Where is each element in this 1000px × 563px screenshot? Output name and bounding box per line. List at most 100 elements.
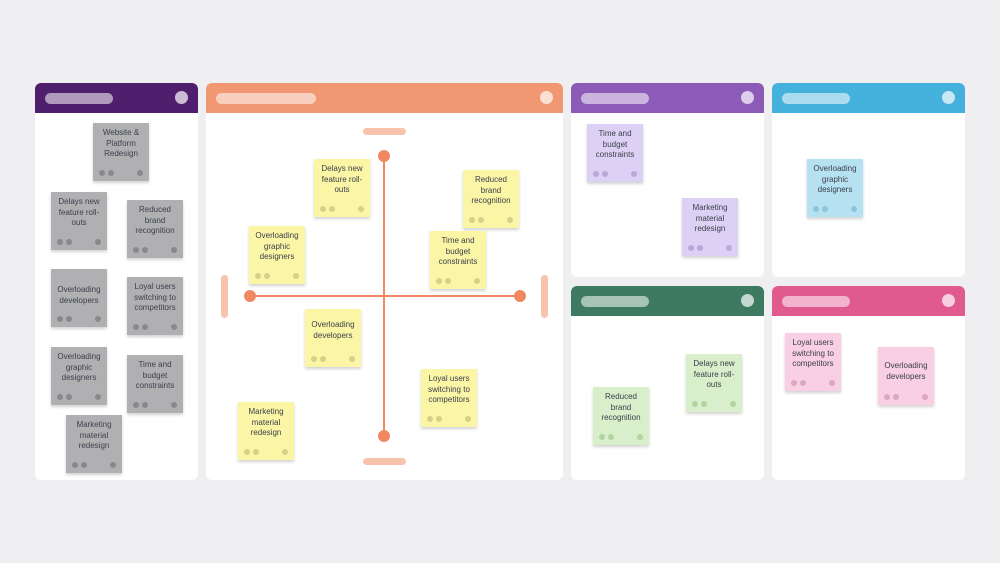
- note-dot: [478, 217, 484, 223]
- note-dot: [692, 401, 698, 407]
- matrix-axes: [221, 128, 548, 465]
- blue-panel-header: [772, 83, 965, 113]
- sticky-note[interactable]: Overloading graphic designers: [807, 159, 863, 217]
- note-text: Reduced brand recognition: [601, 392, 641, 422]
- note-dot: [253, 449, 259, 455]
- note-dot: [244, 449, 250, 455]
- purple-menu-button[interactable]: [741, 91, 754, 104]
- note-dot: [133, 247, 139, 253]
- matrix-title-placeholder: [216, 93, 316, 104]
- sticky-note[interactable]: Overloading developers: [51, 269, 107, 327]
- sticky-note[interactable]: Website & Platform Redesign: [93, 123, 149, 181]
- note-dot: [358, 206, 364, 212]
- purple-title-placeholder: [581, 93, 649, 104]
- pink-menu-button[interactable]: [942, 294, 955, 307]
- sticky-note[interactable]: Overloading developers: [305, 309, 361, 367]
- note-dot: [436, 278, 442, 284]
- note-dot: [465, 416, 471, 422]
- note-dot: [95, 239, 101, 245]
- sticky-note[interactable]: Overloading graphic designers: [249, 226, 305, 284]
- axis-end-right: [514, 290, 526, 302]
- note-dot: [110, 462, 116, 468]
- note-text: Overloading developers: [884, 361, 928, 381]
- pink-category-panel: Loyal users switching to competitors Ove…: [772, 286, 965, 480]
- note-dot: [730, 401, 736, 407]
- sticky-note[interactable]: Overloading developers: [878, 347, 934, 405]
- sticky-note[interactable]: Marketing material redesign: [238, 402, 294, 460]
- note-text: Marketing material redesign: [692, 203, 728, 233]
- note-dot: [469, 217, 475, 223]
- green-panel-header: [571, 286, 764, 316]
- note-dot: [133, 402, 139, 408]
- axis-handle-left: [221, 275, 228, 318]
- note-dot: [66, 239, 72, 245]
- sticky-note[interactable]: Delays new feature roll-outs: [686, 354, 742, 412]
- note-dot: [829, 380, 835, 386]
- note-dot: [593, 171, 599, 177]
- sticky-note[interactable]: Loyal users switching to competitors: [421, 369, 477, 427]
- sticky-note[interactable]: Overloading graphic designers: [51, 347, 107, 405]
- note-dot: [436, 416, 442, 422]
- note-dot: [507, 217, 513, 223]
- note-dot: [142, 402, 148, 408]
- note-dot: [599, 434, 605, 440]
- axis-handle-bottom: [363, 458, 406, 465]
- note-dot: [133, 324, 139, 330]
- note-dot: [884, 394, 890, 400]
- note-text: Delays new feature roll-outs: [58, 197, 100, 227]
- note-dot: [688, 245, 694, 251]
- sticky-note[interactable]: Time and budget constraints: [587, 124, 643, 182]
- note-dot: [142, 324, 148, 330]
- note-dot: [445, 278, 451, 284]
- note-dot: [822, 206, 828, 212]
- sticky-note[interactable]: Time and budget constraints: [127, 355, 183, 413]
- sticky-note[interactable]: Reduced brand recognition: [593, 387, 649, 445]
- sticky-note[interactable]: Marketing material redesign: [66, 415, 122, 473]
- note-text: Time and budget constraints: [595, 129, 635, 159]
- note-dot: [171, 247, 177, 253]
- note-dot: [893, 394, 899, 400]
- note-dot: [72, 462, 78, 468]
- note-text: Reduced brand recognition: [135, 205, 175, 235]
- note-dot: [255, 273, 261, 279]
- note-dot: [57, 394, 63, 400]
- matrix-menu-button[interactable]: [540, 91, 553, 104]
- note-text: Loyal users switching to competitors: [134, 282, 176, 312]
- green-title-placeholder: [581, 296, 649, 307]
- note-dot: [171, 324, 177, 330]
- axis-end-top: [378, 150, 390, 162]
- note-dot: [95, 316, 101, 322]
- note-dot: [66, 394, 72, 400]
- pink-panel-header: [772, 286, 965, 316]
- note-dot: [282, 449, 288, 455]
- sticky-note[interactable]: Marketing material redesign: [682, 198, 738, 256]
- note-dot: [474, 278, 480, 284]
- note-dot: [427, 416, 433, 422]
- note-dot: [922, 394, 928, 400]
- note-text: Overloading graphic designers: [57, 352, 101, 382]
- purple-panel-header: [571, 83, 764, 113]
- backlog-menu-button[interactable]: [175, 91, 188, 104]
- note-dot: [137, 170, 143, 176]
- green-category-panel: Reduced brand recognition Delays new fea…: [571, 286, 764, 480]
- sticky-note[interactable]: Reduced brand recognition: [463, 170, 519, 228]
- sticky-note[interactable]: Reduced brand recognition: [127, 200, 183, 258]
- sticky-note[interactable]: Delays new feature roll-outs: [314, 159, 370, 217]
- sticky-note[interactable]: Delays new feature roll-outs: [51, 192, 107, 250]
- note-dot: [320, 206, 326, 212]
- sticky-note[interactable]: Loyal users switching to competitors: [785, 333, 841, 391]
- note-dot: [142, 247, 148, 253]
- green-menu-button[interactable]: [741, 294, 754, 307]
- sticky-note[interactable]: Time and budget constraints: [430, 231, 486, 289]
- axis-handle-right: [541, 275, 548, 318]
- note-text: Delays new feature roll-outs: [321, 164, 363, 194]
- pink-title-placeholder: [782, 296, 850, 307]
- matrix-panel-header: [206, 83, 563, 113]
- axis-handle-top: [363, 128, 406, 135]
- note-text: Delays new feature roll-outs: [693, 359, 735, 389]
- note-dot: [81, 462, 87, 468]
- note-dot: [791, 380, 797, 386]
- sticky-note[interactable]: Loyal users switching to competitors: [127, 277, 183, 335]
- priority-matrix-panel: Delays new feature roll-outs Reduced bra…: [206, 83, 563, 480]
- blue-menu-button[interactable]: [942, 91, 955, 104]
